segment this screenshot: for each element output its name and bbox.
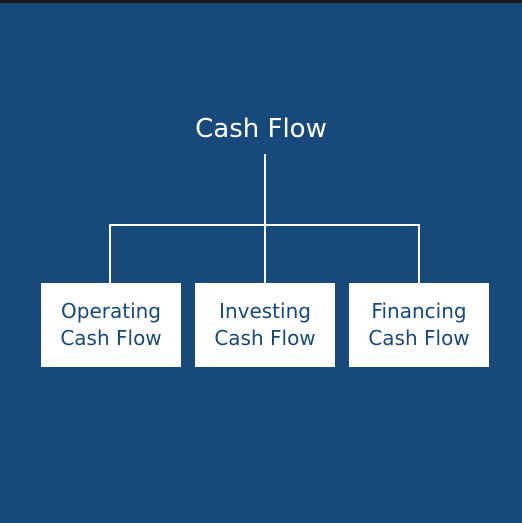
operating-node-line2: Cash Flow <box>60 326 162 350</box>
financing-node-line1: Financing <box>371 299 467 323</box>
investing-node-line2: Cash Flow <box>214 326 316 350</box>
investing-node-line1: Investing <box>219 299 311 323</box>
financing-cash-flow-node: Financing Cash Flow <box>349 283 489 367</box>
operating-cash-flow-node: Operating Cash Flow <box>41 283 181 367</box>
financing-node-line2: Cash Flow <box>368 326 470 350</box>
top-border <box>0 0 522 3</box>
operating-node-line1: Operating <box>61 299 161 323</box>
investing-cash-flow-node: Investing Cash Flow <box>195 283 335 367</box>
connector-lines <box>109 154 420 283</box>
diagram-canvas: Cash Flow Operating Cash Flow Investing … <box>0 3 522 523</box>
root-node-label: Cash Flow <box>195 114 327 144</box>
